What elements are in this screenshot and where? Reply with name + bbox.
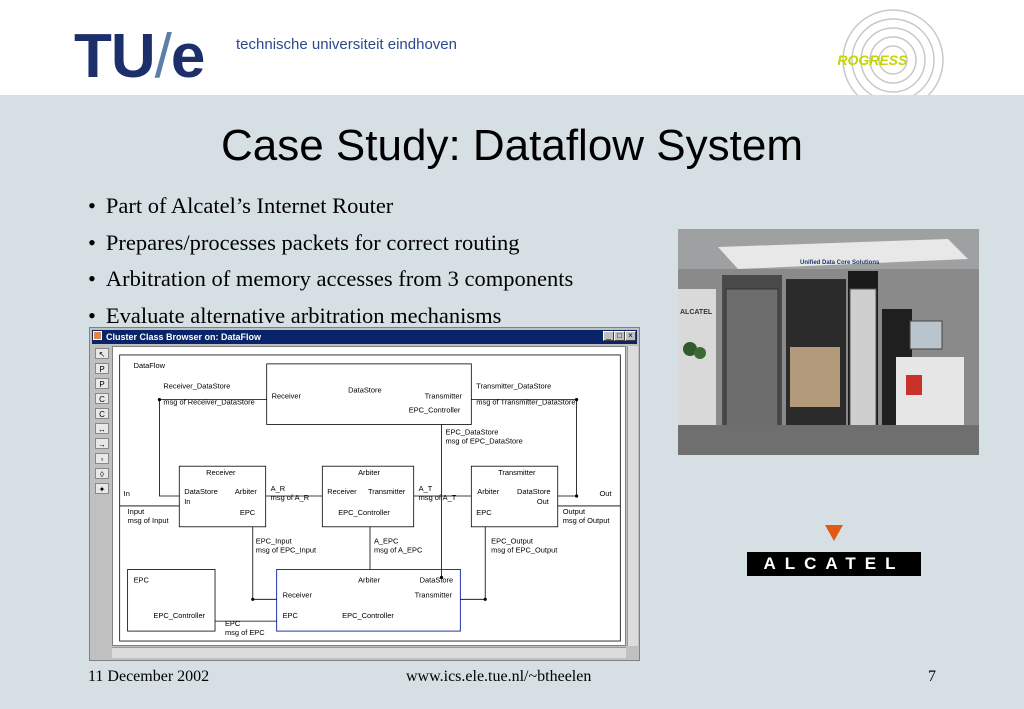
svg-text:ALCATEL: ALCATEL: [680, 309, 713, 316]
svg-text:EPC_Controller: EPC_Controller: [342, 611, 394, 620]
port-tool-icon[interactable]: ▫: [95, 453, 109, 464]
diagram-canvas[interactable]: DataFlow DataStore Receiver Transmitter …: [112, 346, 626, 646]
svg-text:Arbiter: Arbiter: [477, 487, 499, 496]
tue-logo: TU/e: [74, 22, 205, 91]
svg-text:A_R: A_R: [271, 484, 286, 493]
svg-text:Output: Output: [563, 507, 586, 516]
svg-text:DataStore: DataStore: [348, 386, 382, 395]
process-tool-icon[interactable]: P: [95, 363, 109, 374]
arrow-tool-icon[interactable]: →: [95, 438, 109, 449]
svg-text:PROGRESS: PROGRESS: [838, 52, 908, 68]
window-title: Cluster Class Browser on: DataFlow: [92, 330, 637, 344]
datastore-block[interactable]: [266, 363, 472, 425]
svg-text:msg of EPC_DataStore: msg of EPC_DataStore: [445, 436, 522, 445]
svg-text:EPC: EPC: [225, 619, 241, 628]
university-name: technische universiteit eindhoven: [236, 36, 457, 53]
alcatel-logo: ALCATEL: [747, 552, 921, 576]
transmitter-block[interactable]: [470, 465, 559, 528]
svg-text:EPC_Controller: EPC_Controller: [338, 508, 390, 517]
svg-text:Unified Data Core Solutions: Unified Data Core Solutions: [800, 260, 880, 266]
svg-text:Transmitter: Transmitter: [368, 487, 406, 496]
svg-text:DataStore: DataStore: [420, 575, 454, 584]
svg-text:EPC_Controller: EPC_Controller: [409, 406, 461, 415]
bullet-list: Part of Alcatel’s Internet Router Prepar…: [88, 188, 573, 334]
svg-text:msg of Transmitter_DataStore: msg of Transmitter_DataStore: [476, 398, 575, 407]
horizontal-scrollbar[interactable]: [112, 647, 626, 658]
bullet-item: Prepares/processes packets for correct r…: [88, 225, 573, 262]
svg-text:A_EPC: A_EPC: [374, 537, 399, 546]
svg-text:Out: Out: [537, 497, 550, 506]
svg-text:Out: Out: [599, 489, 612, 498]
svg-text:Transmitter_DataStore: Transmitter_DataStore: [476, 382, 551, 391]
footer-url: www.ics.ele.tue.nl/~btheelen: [406, 668, 592, 685]
svg-text:Receiver_DataStore: Receiver_DataStore: [163, 382, 230, 391]
svg-text:Arbiter: Arbiter: [358, 575, 380, 584]
frame-label: DataFlow: [134, 361, 166, 370]
epc-block[interactable]: [127, 569, 216, 632]
svg-text:Transmitter: Transmitter: [425, 392, 463, 401]
svg-text:msg of EPC: msg of EPC: [225, 628, 265, 637]
vertical-scrollbar[interactable]: [627, 346, 638, 646]
app-icon: [93, 331, 102, 340]
epc-controller-block[interactable]: [276, 569, 461, 632]
svg-text:DataStore: DataStore: [517, 487, 551, 496]
bullet-item: Arbitration of memory accesses from 3 co…: [88, 261, 573, 298]
process-tool-icon[interactable]: P: [95, 378, 109, 389]
receiver-block[interactable]: [178, 465, 267, 528]
svg-text:In: In: [184, 497, 190, 506]
svg-text:msg of EPC_Input: msg of EPC_Input: [256, 546, 317, 555]
minimize-button[interactable]: _: [603, 331, 614, 341]
svg-text:msg of A_R: msg of A_R: [271, 493, 310, 502]
svg-text:EPC_Input: EPC_Input: [256, 537, 293, 546]
svg-text:msg of A_T: msg of A_T: [419, 493, 457, 502]
page-number: 7: [928, 668, 936, 685]
svg-text:msg of Receiver_DataStore: msg of Receiver_DataStore: [163, 398, 254, 407]
footer-date: 11 December 2002: [88, 668, 210, 685]
cluster-tool-icon[interactable]: C: [95, 393, 109, 404]
select-tool-icon[interactable]: ↖: [95, 348, 109, 359]
cluster-tool-icon[interactable]: C: [95, 408, 109, 419]
arbiter-block[interactable]: [321, 465, 415, 528]
alcatel-arrow-icon: [825, 525, 843, 541]
channel-tool-icon[interactable]: ↔: [95, 423, 109, 434]
svg-text:In: In: [124, 489, 130, 498]
header-bar: TU/e technische universiteit eindhoven P…: [0, 0, 1024, 111]
slide-title: Case Study: Dataflow System: [220, 121, 803, 170]
router-booth-photo: Unified Data Core Solutions ALCATEL: [678, 229, 979, 455]
svg-text:EPC: EPC: [134, 575, 150, 584]
svg-text:A_T: A_T: [419, 484, 433, 493]
svg-text:Receiver: Receiver: [283, 590, 313, 599]
svg-text:Receiver: Receiver: [206, 468, 236, 477]
svg-text:Receiver: Receiver: [272, 392, 302, 401]
pin-tool-icon[interactable]: ✦: [95, 483, 109, 494]
svg-text:Input: Input: [128, 507, 145, 516]
svg-text:Transmitter: Transmitter: [415, 590, 453, 599]
svg-text:msg of Input: msg of Input: [128, 516, 170, 525]
svg-text:Receiver: Receiver: [327, 487, 357, 496]
svg-text:EPC: EPC: [283, 611, 299, 620]
bullet-item: Evaluate alternative arbitration mechani…: [88, 298, 573, 335]
svg-text:EPC_Output: EPC_Output: [491, 537, 534, 546]
svg-text:msg of EPC_Output: msg of EPC_Output: [491, 546, 558, 555]
tool-palette: ↖ P P C C ↔ → ▫ ◊ ✦: [93, 346, 111, 646]
svg-text:Arbiter: Arbiter: [235, 487, 257, 496]
maximize-button[interactable]: □: [614, 331, 625, 341]
svg-text:msg of A_EPC: msg of A_EPC: [374, 546, 423, 555]
svg-text:EPC: EPC: [240, 508, 256, 517]
bullet-item: Part of Alcatel’s Internet Router: [88, 188, 573, 225]
svg-text:EPC: EPC: [476, 508, 492, 517]
svg-text:EPC_DataStore: EPC_DataStore: [445, 427, 498, 436]
close-button[interactable]: ×: [625, 331, 636, 341]
cluster-class-browser-window: Cluster Class Browser on: DataFlow _ □ ×…: [89, 327, 640, 661]
svg-text:DataStore: DataStore: [184, 487, 218, 496]
svg-text:EPC_Controller: EPC_Controller: [153, 611, 205, 620]
svg-text:Arbiter: Arbiter: [358, 468, 380, 477]
svg-text:Transmitter: Transmitter: [498, 468, 536, 477]
eraser-tool-icon[interactable]: ◊: [95, 468, 109, 479]
svg-text:msg of Output: msg of Output: [563, 516, 611, 525]
